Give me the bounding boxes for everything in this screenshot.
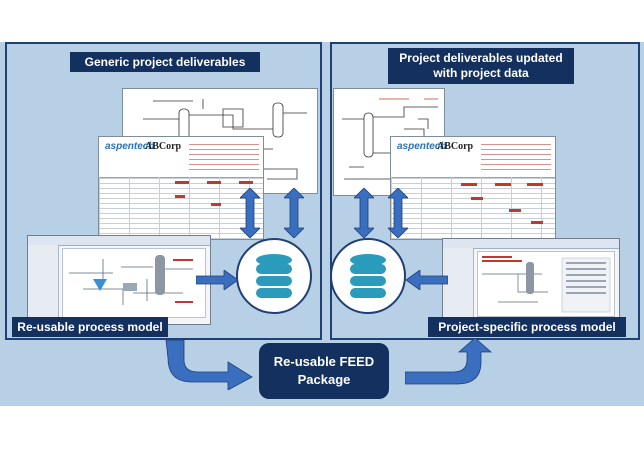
right-app-sidebar (443, 248, 474, 323)
left-app-sidebar (28, 245, 59, 324)
double-arrow-icon (388, 188, 408, 238)
right-aspentech-logo: aspentech (397, 141, 447, 152)
curved-arrow-icon (165, 340, 253, 390)
right-panel (330, 42, 640, 340)
right-app-ribbon (443, 239, 619, 249)
reusable-process-model-label: Re-usable process model (12, 317, 168, 337)
single-arrow-icon (406, 270, 448, 290)
right-process-model-window (442, 238, 620, 324)
right-flowsheet-svg (482, 256, 611, 313)
feed-package-line1: Re-usable FEED (273, 354, 375, 369)
left-datasheet-fields (189, 140, 259, 170)
left-panel (5, 42, 322, 340)
curved-arrow-icon (405, 338, 493, 385)
double-arrow-icon (284, 188, 304, 238)
feed-package-line2: Package (297, 372, 351, 387)
database-icon (350, 254, 386, 298)
generic-deliverables-label: Generic project deliverables (70, 52, 260, 72)
left-abcorp-logo: ABCorp (145, 141, 182, 152)
double-arrow-icon (354, 188, 374, 238)
right-datasheet-fields (481, 140, 551, 170)
left-flowsheet-svg (69, 255, 193, 305)
left-aspentech-logo: aspentech (105, 141, 155, 152)
left-app-flowsheet (62, 248, 206, 318)
right-abcorp-logo: ABCorp (437, 141, 474, 152)
left-database-circle (236, 238, 312, 314)
reusable-feed-package-box: Re-usable FEED Package (259, 343, 389, 399)
left-datasheet-grid (99, 177, 263, 239)
updated-deliverables-label: Project deliverables updated with projec… (388, 48, 574, 84)
right-datasheet-grid (391, 177, 555, 239)
right-datasheet-redmarks (461, 183, 543, 224)
left-app-ribbon (28, 236, 210, 246)
left-datasheet-redmarks (175, 181, 253, 206)
project-specific-process-model-label: Project-specific process model (428, 317, 626, 337)
single-arrow-icon (196, 270, 238, 290)
right-app-flowsheet (477, 251, 615, 317)
database-icon (256, 254, 292, 298)
updated-deliverables-line2: with project data (433, 66, 529, 80)
right-database-circle (330, 238, 406, 314)
feed-package-text: Re-usable FEED Package (274, 353, 374, 389)
left-process-model-window (27, 235, 211, 325)
double-arrow-icon (240, 188, 260, 238)
right-datasheet: aspentech ABCorp (390, 136, 556, 240)
updated-deliverables-line1: Project deliverables updated (399, 51, 563, 65)
left-datasheet: aspentech ABCorp (98, 136, 264, 240)
